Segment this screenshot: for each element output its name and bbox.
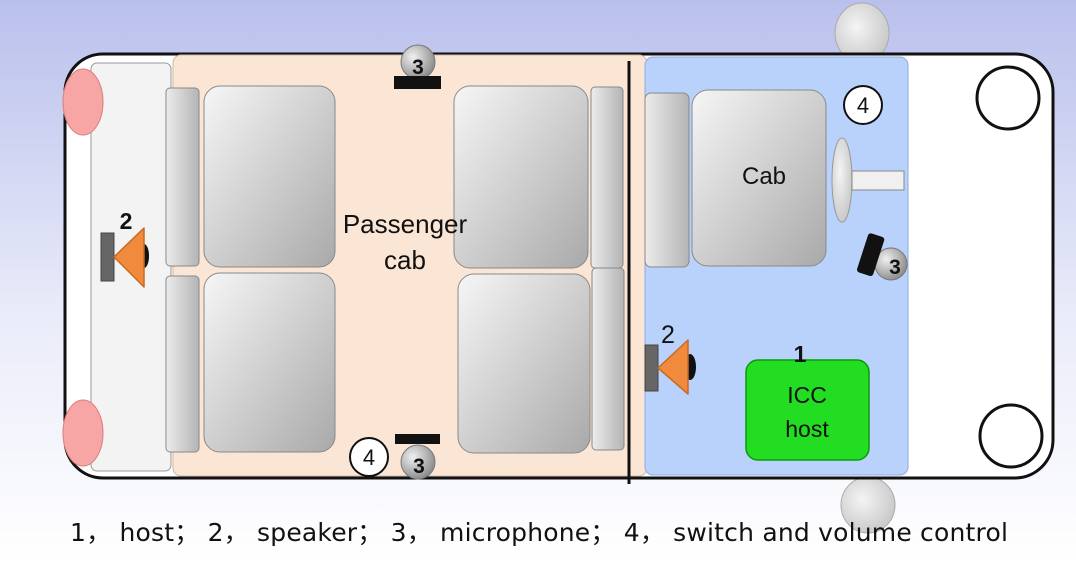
headlight-bottom bbox=[978, 403, 1044, 469]
label-passenger-line2: cab bbox=[384, 245, 426, 275]
marker-mic-bottom: 3 bbox=[413, 455, 425, 478]
steering-column bbox=[851, 170, 905, 191]
seat-back-rear-right bbox=[165, 275, 200, 453]
switch-control-cab bbox=[843, 85, 883, 125]
marker-mic-top: 3 bbox=[412, 56, 424, 79]
label-passenger-line1: Passenger bbox=[343, 209, 468, 239]
marker-mic-cab: 3 bbox=[889, 256, 901, 279]
seat-rear-left bbox=[203, 85, 336, 268]
icc-host bbox=[745, 359, 870, 461]
label-cab: Cab bbox=[742, 163, 786, 190]
seat-middle-right bbox=[457, 273, 591, 454]
tail-light-bottom bbox=[62, 399, 104, 467]
microphone-passenger-top bbox=[394, 44, 441, 89]
marker-host: 1 bbox=[794, 341, 807, 367]
microphone-passenger-bottom bbox=[395, 434, 440, 480]
seat-back-driver bbox=[644, 92, 690, 268]
label-host-line2: host bbox=[785, 416, 829, 442]
marker-switch-passenger: 4 bbox=[363, 445, 375, 470]
headlight-top bbox=[975, 65, 1041, 131]
marker-switch-cab: 4 bbox=[857, 93, 869, 118]
tail-light-top bbox=[62, 68, 104, 136]
steering-wheel bbox=[831, 137, 853, 223]
seat-back-middle-left bbox=[590, 86, 624, 269]
seat-driver bbox=[691, 89, 827, 267]
marker-speaker-rear: 2 bbox=[120, 208, 133, 234]
speaker-cab bbox=[644, 339, 696, 395]
seat-back-rear-left bbox=[165, 87, 200, 267]
seat-back-middle-right bbox=[591, 267, 625, 451]
speaker-rear bbox=[100, 227, 149, 288]
marker-speaker-cab: 2 bbox=[661, 321, 675, 349]
microphone-cab bbox=[856, 233, 908, 281]
legend-caption: 1， host； 2， speaker； 3， microphone； 4， s… bbox=[70, 518, 1009, 547]
seat-rear-right bbox=[203, 272, 336, 453]
switch-control-passenger bbox=[349, 437, 389, 477]
label-host-line1: ICC bbox=[787, 382, 827, 408]
seat-middle-left bbox=[453, 85, 589, 269]
